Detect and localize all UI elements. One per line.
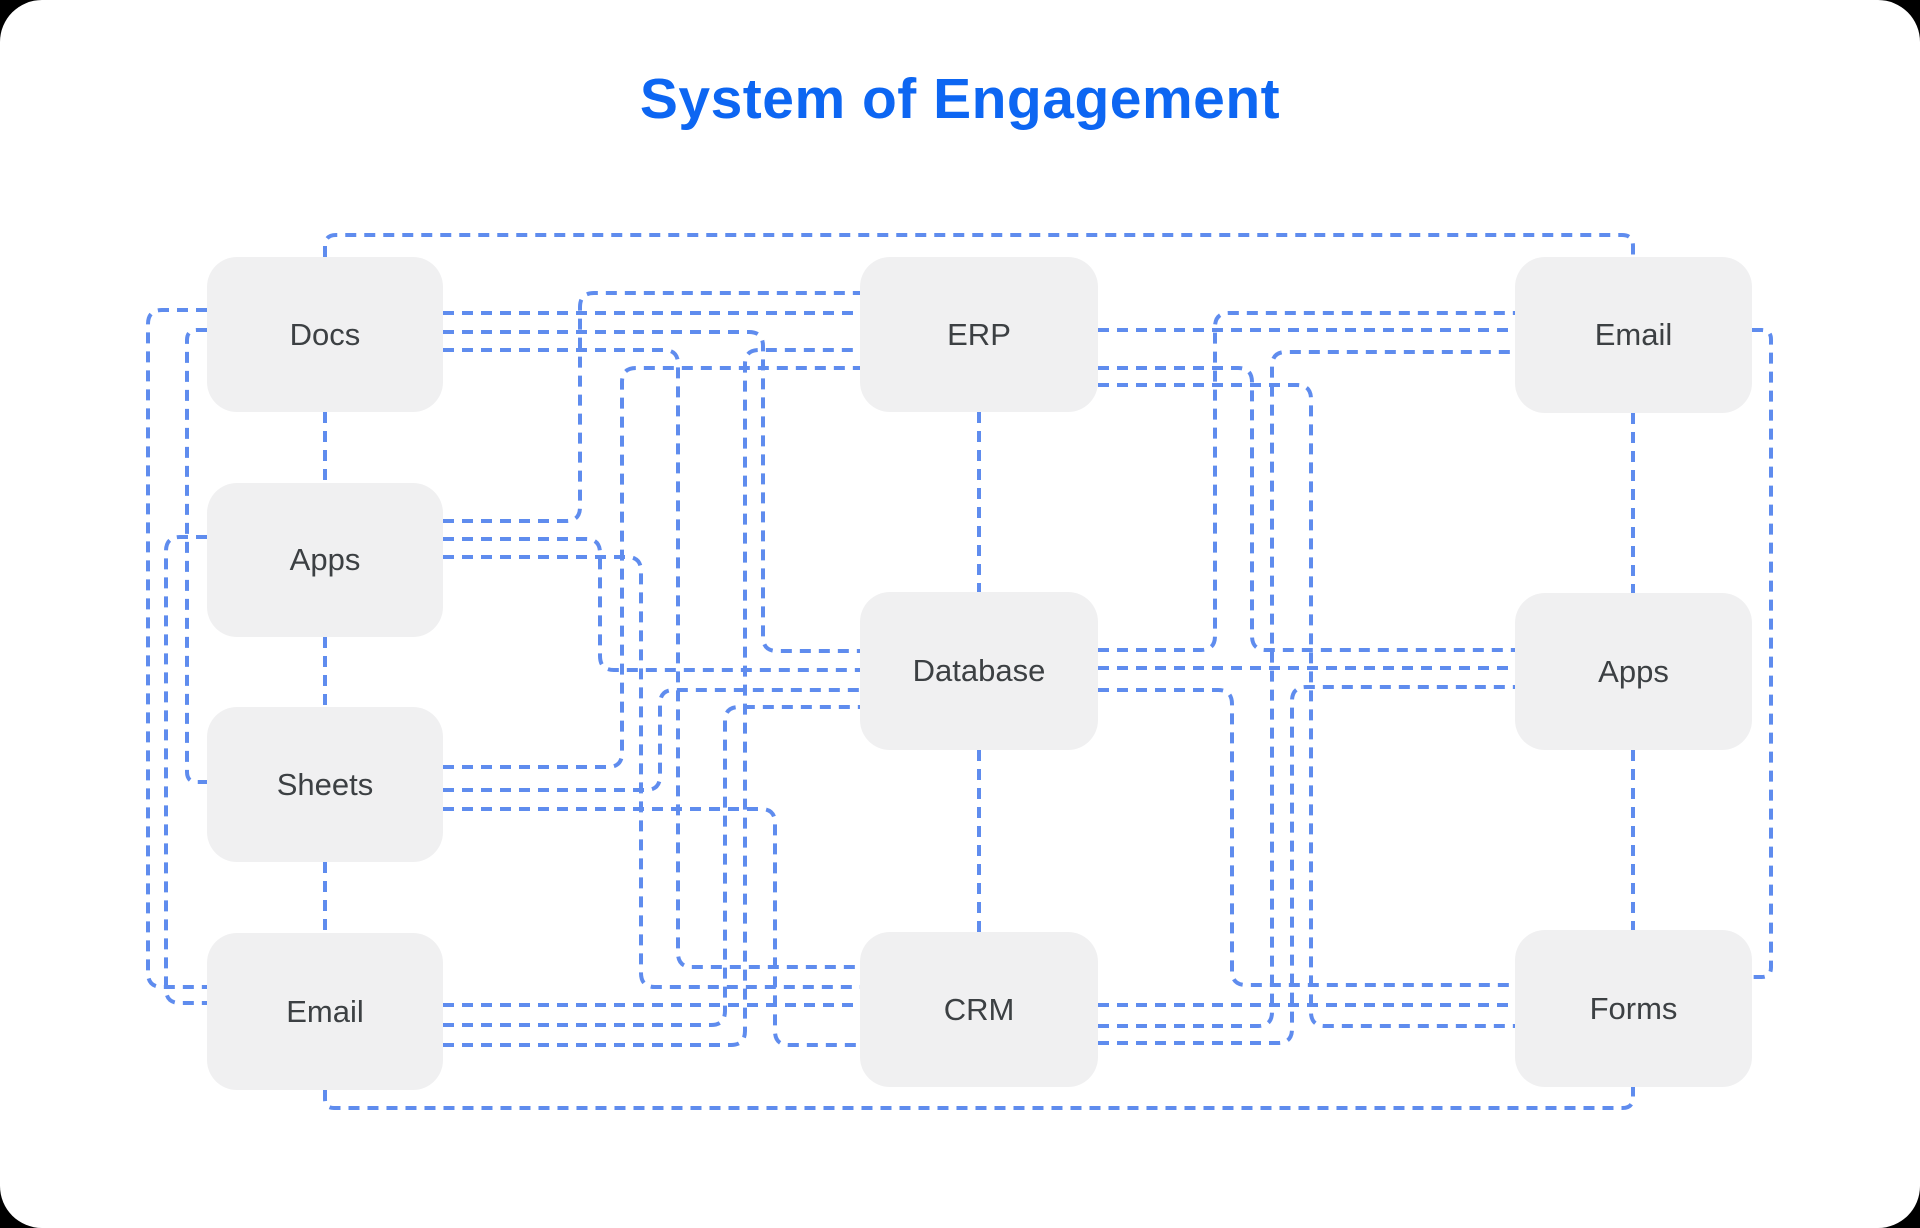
node-label: ERP: [947, 316, 1011, 352]
node-erp[interactable]: ERP: [860, 257, 1098, 412]
node-database[interactable]: Database: [860, 592, 1098, 750]
edge-crm-apps-r: [1098, 685, 1515, 1045]
node-label: Apps: [1598, 653, 1669, 689]
edge-database-forms: [1098, 688, 1515, 987]
node-email-r[interactable]: Email: [1515, 257, 1752, 413]
node-label: Apps: [289, 542, 361, 577]
edge-apps-l-database: [443, 537, 860, 672]
edge-email-r-forms: [1752, 328, 1773, 979]
node-forms[interactable]: Forms: [1515, 930, 1752, 1087]
node-sheets[interactable]: Sheets: [207, 707, 443, 862]
node-email-l[interactable]: Email: [207, 933, 443, 1090]
node-label: Database: [912, 653, 1046, 688]
node-label: Email: [286, 993, 364, 1029]
node-label: CRM: [943, 991, 1015, 1027]
node-apps-r[interactable]: Apps: [1515, 593, 1752, 750]
edge-docs-email-r: [323, 233, 1635, 257]
node-label: Forms: [1589, 990, 1678, 1026]
edge-erp-forms: [1098, 383, 1515, 1028]
edge-email-l-forms: [323, 1087, 1635, 1110]
edge-sheets-database: [443, 688, 860, 792]
edge-erp-apps-r: [1098, 366, 1515, 652]
node-apps-l[interactable]: Apps: [207, 483, 443, 637]
diagram-title: System of Engagement: [639, 67, 1281, 131]
node-crm[interactable]: CRM: [860, 932, 1098, 1087]
edge-email-l-database: [443, 705, 860, 1027]
edge-docs-email-l: [146, 308, 207, 989]
node-label: Docs: [289, 316, 361, 352]
edge-docs-database: [443, 330, 860, 653]
node-docs[interactable]: Docs: [207, 257, 443, 412]
edge-crm-email-r: [1098, 350, 1515, 1028]
node-label: Email: [1594, 317, 1673, 352]
edge-sheets-crm: [443, 807, 860, 1047]
edge-apps-l-email-l: [164, 535, 207, 1005]
edge-apps-l-erp: [443, 291, 860, 523]
edge-apps-l-crm: [443, 555, 860, 989]
edge-docs-sheets: [185, 328, 207, 784]
edge-sheets-erp: [443, 366, 860, 769]
node-label: Sheets: [276, 766, 374, 802]
edge-email-l-erp: [443, 348, 860, 1047]
edge-docs-crm: [443, 348, 860, 969]
edge-database-email-r: [1098, 311, 1515, 652]
